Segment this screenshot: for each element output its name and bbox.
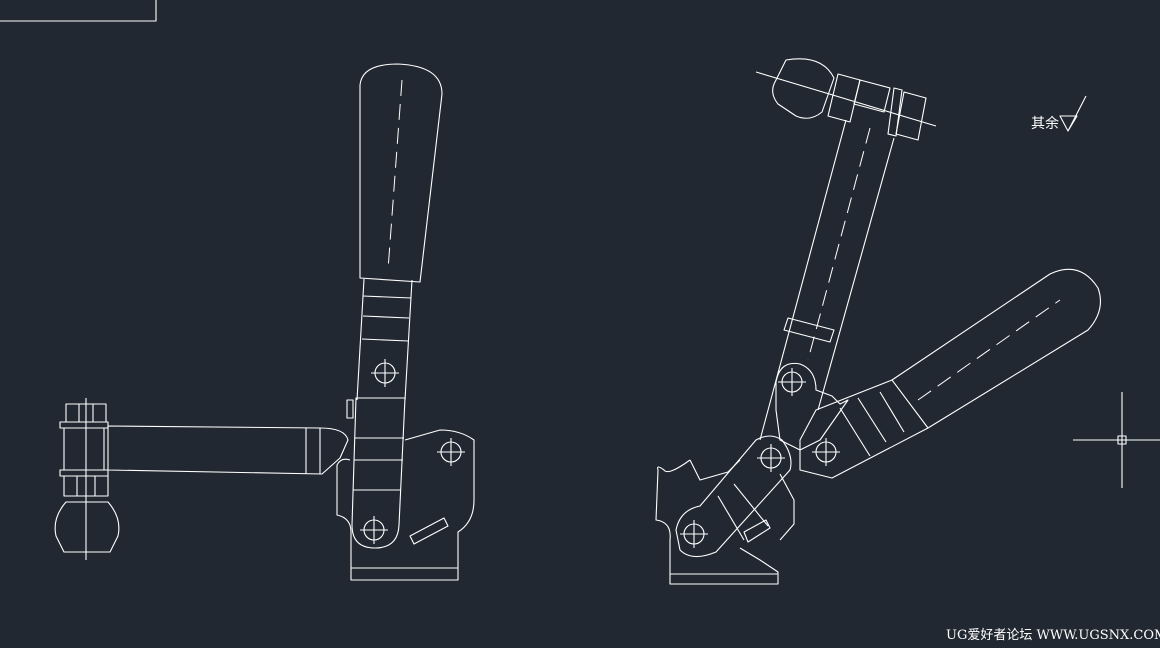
right-handle-pivot [812,438,840,466]
left-spindle [59,398,109,560]
left-link-pivot [371,359,399,387]
right-link-bar [675,435,792,558]
right-clamp-arm [759,119,895,451]
left-handle-arm [356,278,413,401]
surface-finish-annotation: 其余 [1031,95,1087,132]
left-bottom-pivot [360,516,388,544]
left-clamp-view [54,63,475,581]
right-spindle [755,58,937,141]
left-handle-grip [359,63,443,283]
right-bottom-pivot [680,520,708,548]
surface-note-text: 其余 [1031,115,1059,132]
left-spindle-tip [54,501,120,553]
right-arm-pivot [778,368,806,396]
left-clamp-arm [107,425,349,475]
watermark-text: UG爱好者论坛 WWW.UGSNX.COM [946,628,1160,643]
crosshair-cursor-icon[interactable] [1073,392,1160,488]
left-link-bar [351,397,406,549]
roughness-symbol-icon [1059,95,1087,132]
left-slot [409,517,449,545]
left-mount-pivot [437,438,465,466]
left-clamp-body [336,399,475,581]
right-handle-arm [799,379,929,479]
right-handle-grip [891,268,1101,429]
right-clamp-view [655,58,1101,585]
title-block-corner [0,0,157,22]
right-clamp-body [655,459,795,585]
right-link-pivot [757,444,785,472]
